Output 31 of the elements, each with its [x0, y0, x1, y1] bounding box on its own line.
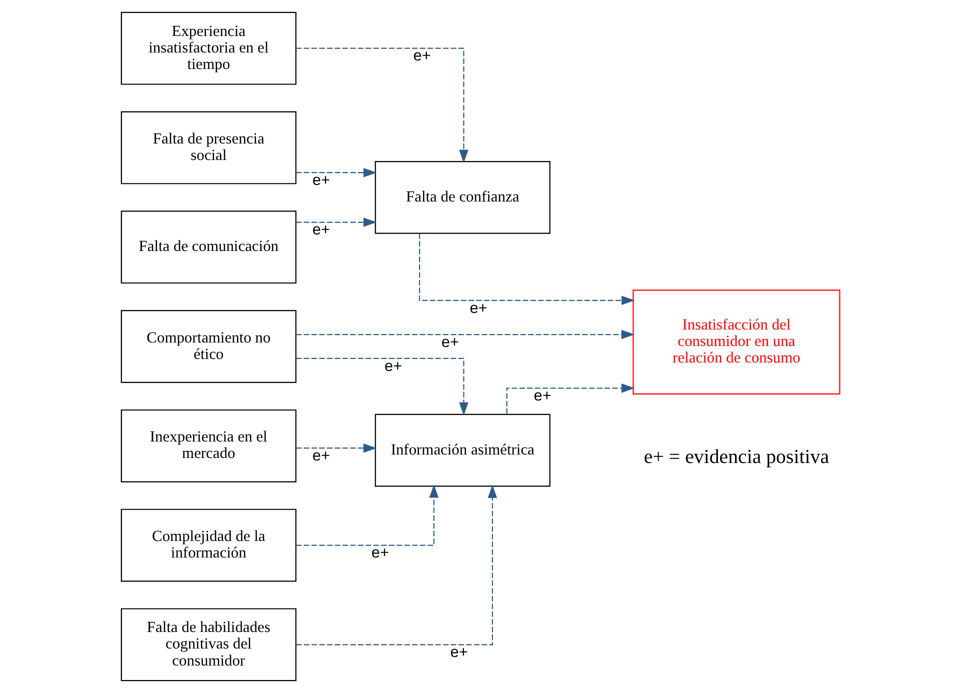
edge-label: e+	[413, 48, 431, 65]
node-box: Complejidad de la información	[120, 508, 296, 582]
arrow	[296, 168, 377, 178]
arrow	[296, 330, 635, 340]
arrow	[296, 358, 468, 416]
arrow	[419, 233, 635, 306]
arrow	[296, 443, 377, 453]
node-box: Insatisfacción del consumidor en una relación de consumo	[632, 290, 840, 395]
edge-label: e+	[534, 388, 552, 405]
arrow	[296, 218, 377, 227]
edge-label: e+	[312, 447, 330, 464]
edge-label: e+	[312, 172, 330, 189]
arrow	[296, 484, 439, 546]
node-box: Falta de habilidades cognitivas del consumidor	[120, 608, 296, 682]
node-box: Comportamiento no ético	[120, 310, 296, 383]
node-box: Información asimétrica	[374, 414, 550, 487]
node-box: Falta de presencia social	[120, 111, 296, 184]
edge-label: e+	[470, 300, 488, 317]
arrow	[506, 384, 635, 414]
node-box: Falta de confianza	[374, 160, 550, 234]
edge-label: e+	[450, 644, 468, 662]
edge-label: e+	[441, 334, 459, 351]
arrow	[296, 484, 498, 646]
edge-label: e+	[384, 358, 402, 375]
arrow	[296, 48, 468, 164]
node-box: Falta de comunicación	[120, 210, 296, 284]
node-box: Inexperiencia en el mercado	[120, 409, 296, 482]
edge-label: e+	[371, 544, 389, 562]
node-box: Experiencia insatisfactoria en el tiempo	[120, 12, 296, 85]
label: e+ = evidencia positiva	[644, 446, 830, 468]
edge-label: e+	[312, 222, 330, 239]
